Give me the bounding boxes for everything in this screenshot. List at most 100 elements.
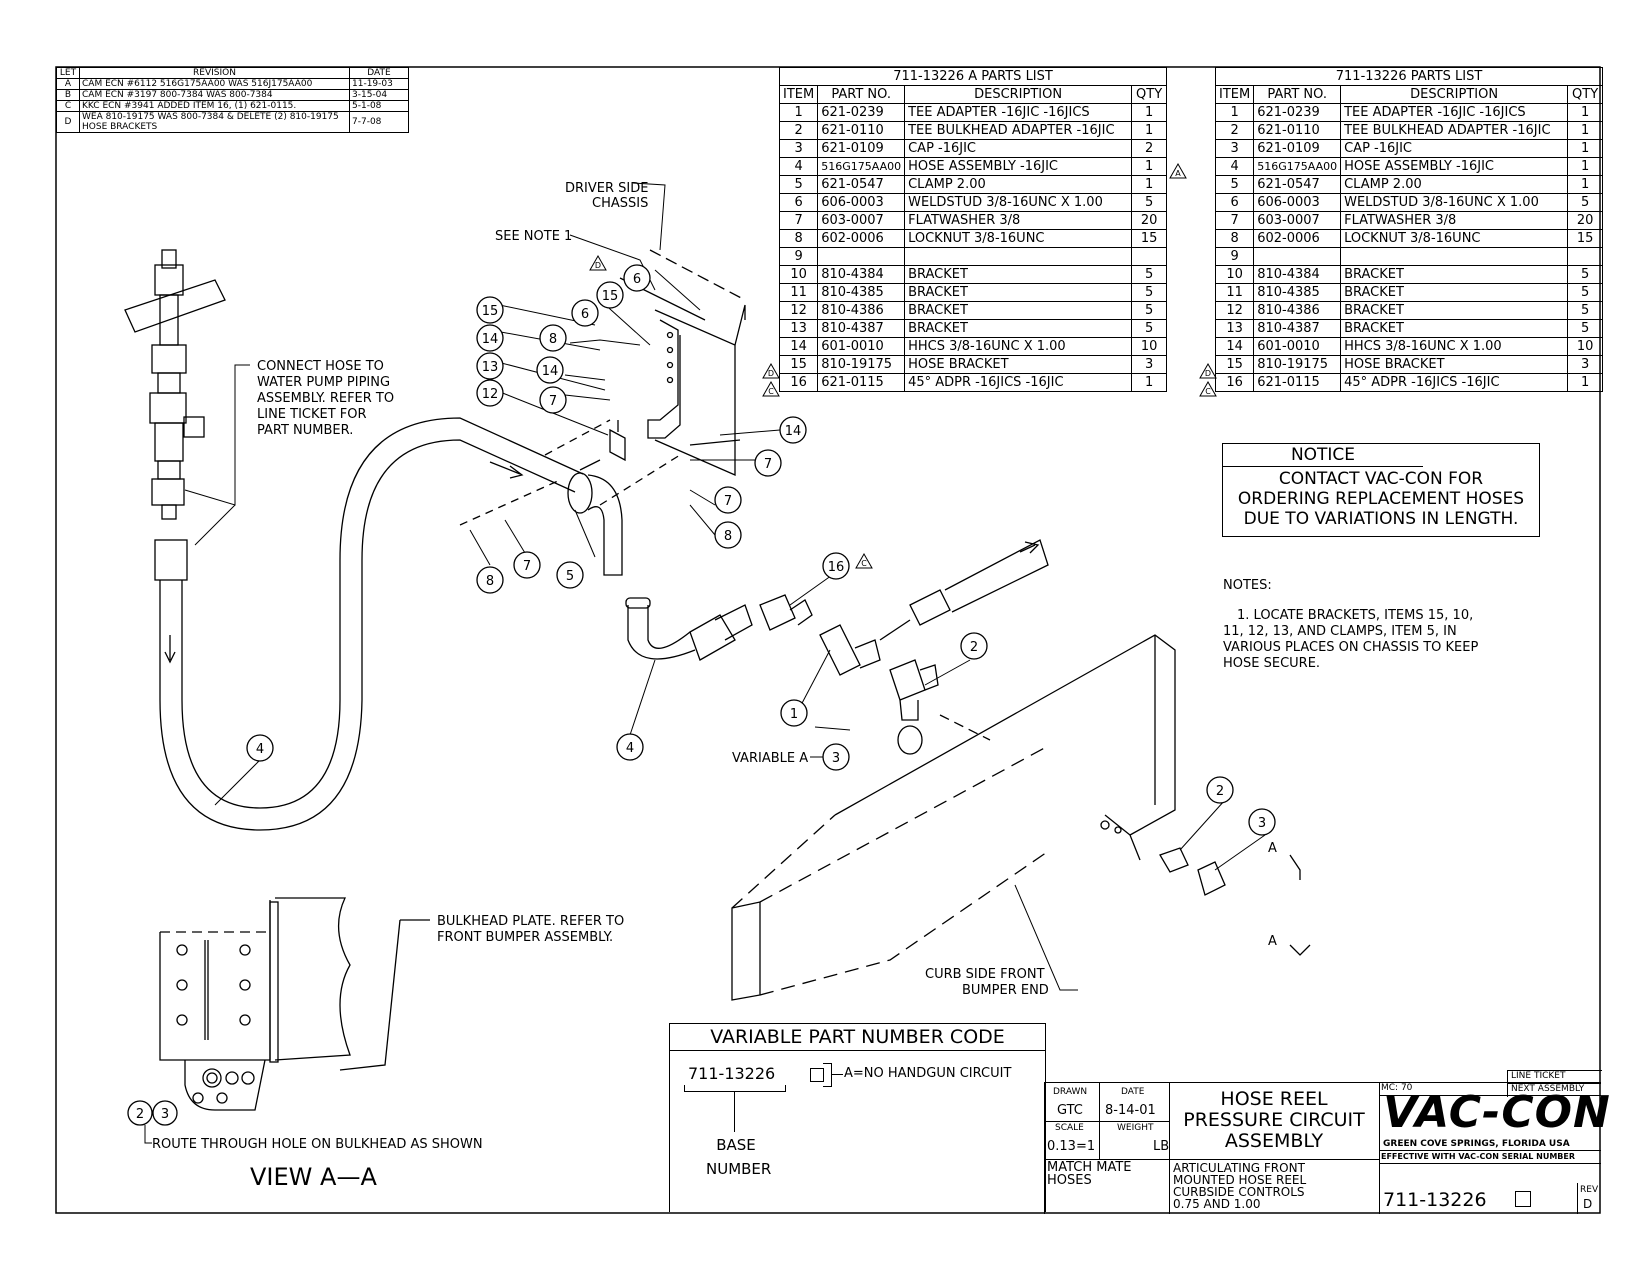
description-cell: BRACKET: [1340, 301, 1569, 320]
balloon-label: 15: [482, 304, 499, 319]
balloon-14b: [779, 416, 807, 444]
svg-text:D: D: [1205, 369, 1211, 378]
qty-cell: 5: [1131, 265, 1168, 284]
drawing-subtitle: ARTICULATING FRONT MOUNTED HOSE REEL CUR…: [1173, 1161, 1307, 1211]
description-cell: BRACKET: [1340, 283, 1569, 302]
balloon-4a: [246, 734, 274, 762]
item-cell: 8: [778, 229, 819, 248]
part-no-cell: 621-0110: [1253, 121, 1342, 140]
part-no-cell: 603-0007: [1253, 211, 1342, 230]
item-cell: 10: [778, 265, 819, 284]
base-label-2: NUMBER: [706, 1160, 772, 1178]
parts-row: 9: [778, 247, 1168, 266]
notice-line: DUE TO VARIATIONS IN LENGTH.: [1243, 509, 1519, 529]
qty-cell: 1: [1567, 157, 1604, 176]
notice-box: NOTICE CONTACT VAC-CON FOR ORDERING REPL…: [1222, 443, 1540, 537]
part-no-cell: 602-0006: [817, 229, 906, 248]
next-assembly-label: NEXT ASSEMBLY: [1511, 1084, 1585, 1094]
part-no-cell: 810-4384: [817, 265, 906, 284]
part-no-cell: 621-0109: [1253, 139, 1342, 158]
parts-list-b: 711-13226 PARTS LIST ITEM PART NO. DESCR…: [1214, 67, 1604, 392]
balloon-1: [780, 699, 808, 727]
vac-con-logo: VAC-CON: [1383, 1087, 1611, 1138]
item-cell: 1: [778, 103, 819, 122]
description-cell: BRACKET: [904, 319, 1133, 338]
item-cell: 1: [1214, 103, 1255, 122]
part-no-cell: 810-19175: [1253, 355, 1342, 374]
rev-header-revision: REVISION: [79, 67, 350, 79]
base-bracket: [684, 1085, 786, 1092]
view-a-a-label: VIEW A—A: [250, 1163, 377, 1191]
title-block: DRAWN GTC DATE 8-14-01 SCALE 0.13=1 WEIG…: [1044, 1070, 1610, 1214]
item-cell: 5: [778, 175, 819, 194]
description-cell: 45° ADPR -16JICS -16JIC: [904, 373, 1133, 392]
view-a-a-detail: [159, 897, 430, 1111]
item-cell: 4: [778, 157, 819, 176]
item-cell: 5: [1214, 175, 1255, 194]
description-cell: FLATWASHER 3/8: [1340, 211, 1569, 230]
connect-hose-line1: CONNECT HOSE TO: [257, 359, 384, 374]
connect-hose-line5: PART NUMBER.: [257, 423, 353, 438]
variable-code-base: 711-13226: [688, 1064, 776, 1083]
variable-code-title: VARIABLE PART NUMBER CODE: [670, 1024, 1045, 1051]
qty-cell: 20: [1567, 211, 1604, 230]
balloon-label: 1: [790, 707, 798, 722]
item-cell: 4: [1214, 157, 1255, 176]
balloon-7e: [513, 551, 541, 579]
route-through-label: ROUTE THROUGH HOLE ON BULKHEAD AS SHOWN: [152, 1137, 483, 1152]
balloon-label: 3: [832, 751, 840, 766]
qty-cell: 1: [1567, 103, 1604, 122]
part-no-cell: 621-0115: [817, 373, 906, 392]
qty-cell: 5: [1131, 319, 1168, 338]
balloon-label: 7: [549, 394, 557, 409]
parts-list-a: 711-13226 A PARTS LIST ITEM PART NO. DES…: [778, 67, 1168, 392]
item-cell: 15: [778, 355, 819, 374]
balloon-7b: [539, 386, 567, 414]
effective-label: EFFECTIVE WITH VAC-CON SERIAL NUMBER: [1381, 1152, 1576, 1161]
part-no-cell: 621-0110: [817, 121, 906, 140]
balloon-14a: [536, 356, 564, 384]
description-cell: HHCS 3/8-16UNC X 1.00: [904, 337, 1133, 356]
balloon-label: 3: [1258, 816, 1266, 831]
balloon-label: 2: [1216, 784, 1224, 799]
part-no-cell: 810-4386: [817, 301, 906, 320]
driver-side-line2: CHASSIS: [592, 196, 648, 211]
description-cell: BRACKET: [1340, 319, 1569, 338]
qty-cell: 5: [1131, 283, 1168, 302]
revision-triangles: [589, 162, 1217, 569]
part-no-cell: 606-0003: [1253, 193, 1342, 212]
rev-header-date: DATE: [349, 67, 409, 79]
balloon-label: 12: [482, 387, 499, 402]
balloon-2a: [960, 632, 988, 660]
part-no-cell: 601-0010: [817, 337, 906, 356]
description-cell: HOSE BRACKET: [1340, 355, 1569, 374]
revision-triangle-labels: D C A D C D C: [595, 169, 1211, 568]
description-cell: HHCS 3/8-16UNC X 1.00: [1340, 337, 1569, 356]
base-leader: [734, 1092, 735, 1132]
balloon-label: 7: [764, 457, 772, 472]
balloon-15: [596, 281, 624, 309]
description-cell: [904, 247, 1133, 266]
bulkhead-plate-line1: BULKHEAD PLATE. REFER TO: [437, 914, 624, 929]
item-cell: 12: [1214, 301, 1255, 320]
qty-cell: 3: [1567, 355, 1604, 374]
balloon-label: 14: [482, 332, 499, 347]
item-cell: 14: [1214, 337, 1255, 356]
